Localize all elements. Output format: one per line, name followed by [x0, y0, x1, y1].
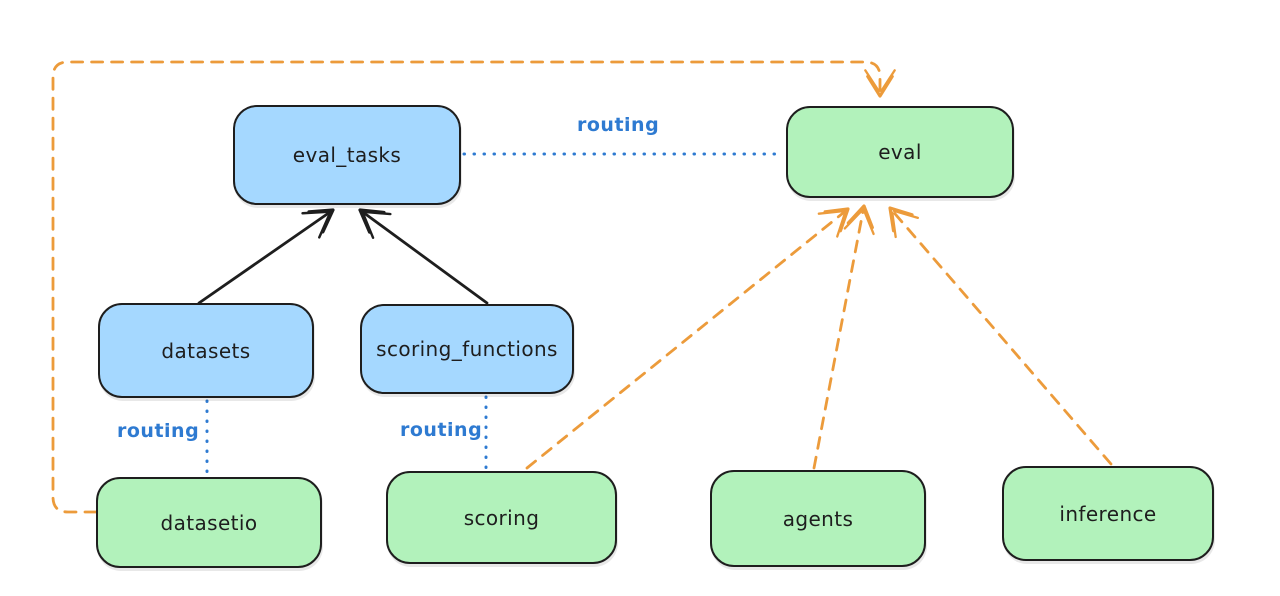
edge-agents-to-eval [812, 204, 875, 470]
routing-label-datasets-datasetio: routing [117, 420, 200, 442]
node-scoring_functions-label: scoring_functions [376, 337, 558, 361]
node-eval: eval [786, 106, 1014, 198]
node-eval_tasks: eval_tasks [233, 105, 461, 205]
node-agents-label: agents [782, 506, 854, 531]
edge-scoring_functions-to-eval_tasks [358, 208, 489, 305]
node-inference-label: inference [1059, 501, 1157, 526]
routing-label-scoring_functions-scoring: routing [400, 419, 483, 441]
edge-scoring-to-eval [525, 207, 850, 470]
node-agents: agents [710, 470, 926, 567]
node-datasetio: datasetio [96, 477, 322, 568]
node-datasetio-label: datasetio [160, 510, 258, 535]
edge-inference-to-eval [888, 206, 1113, 466]
node-scoring: scoring [386, 471, 617, 564]
node-scoring-label: scoring [463, 505, 540, 530]
node-datasets: datasets [98, 303, 314, 398]
routing-label-eval_tasks-eval: routing [577, 114, 660, 136]
node-eval_tasks-label: eval_tasks [292, 143, 402, 167]
edge-datasets-to-eval_tasks [197, 208, 335, 305]
node-eval-label: eval [878, 140, 922, 164]
node-inference: inference [1002, 466, 1214, 561]
node-scoring_functions: scoring_functions [360, 304, 574, 394]
edge-datasetio-to-eval [51, 60, 896, 514]
node-datasets-label: datasets [161, 338, 251, 363]
